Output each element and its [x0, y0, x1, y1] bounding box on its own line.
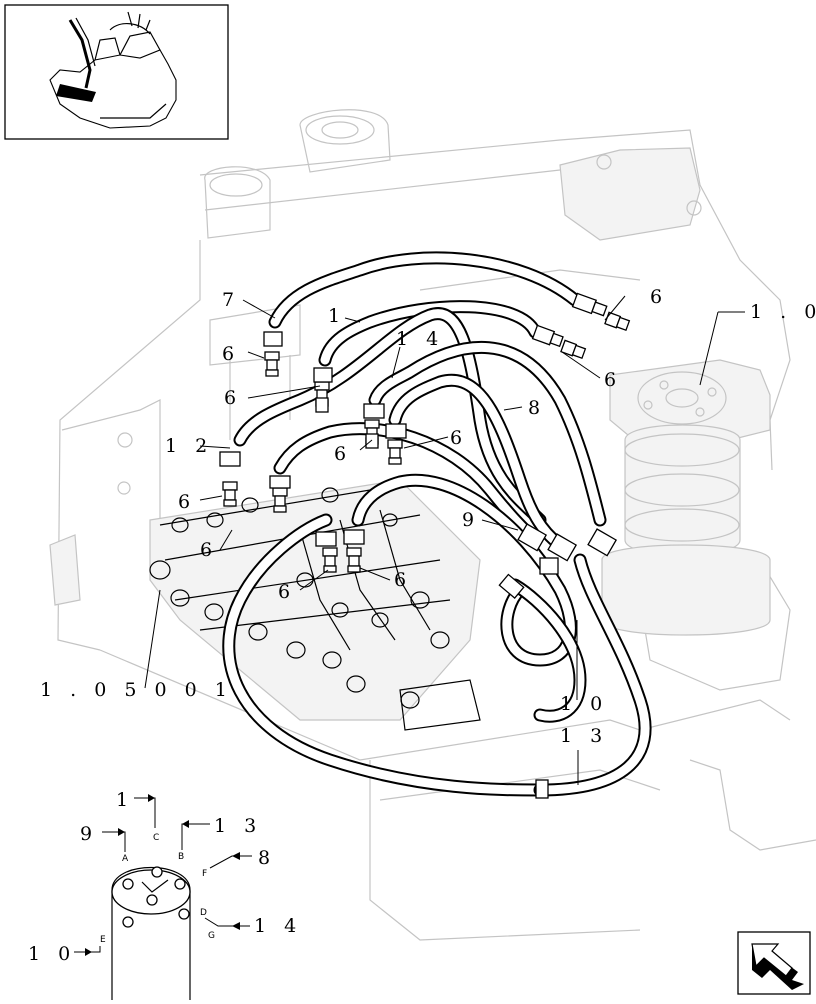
- callout-1-04: 1 . 0 4: [750, 301, 816, 323]
- leader-lines: [144, 295, 745, 785]
- callout-6j: 6: [278, 581, 296, 603]
- callout-6i: 6: [394, 569, 412, 591]
- legend-1: 1: [116, 789, 134, 811]
- legend-13: 1 3: [214, 815, 262, 837]
- background-frame: [49, 109, 816, 941]
- callout-1: 1: [328, 305, 346, 327]
- port-label-f: F: [202, 869, 207, 879]
- callout-6f: 6: [334, 443, 352, 465]
- port-label-e: E: [100, 935, 106, 945]
- legend-9: 9: [80, 823, 98, 845]
- callout-7: 7: [222, 289, 240, 311]
- port-label-a: A: [122, 854, 129, 864]
- hose-group: [222, 251, 652, 797]
- navigation-arrow-icon[interactable]: [737, 931, 811, 995]
- callout-14: 1 4: [396, 328, 444, 350]
- callout-6d: 6: [604, 369, 622, 391]
- port-label-b: B: [178, 852, 184, 862]
- callout-6h: 6: [200, 539, 218, 561]
- reference-code: 1 . 0 5 0 0 1: [40, 679, 233, 701]
- callout-10: 1 0: [560, 693, 608, 715]
- legend-14: 1 4: [254, 915, 302, 937]
- callout-12: 1 2: [165, 435, 213, 457]
- callout-labels: 7 6 6 1 1 4 6 6 1 . 0 4 8 1 2 6 6 6 6 6 …: [40, 286, 816, 747]
- machine-thumbnail-icon[interactable]: [4, 4, 229, 140]
- swivel-joint: [601, 359, 771, 636]
- legend-10: 1 0: [28, 943, 76, 965]
- callout-6c: 6: [650, 286, 668, 308]
- port-label-d: D: [200, 908, 207, 918]
- callout-9: 9: [462, 509, 480, 531]
- callout-6g: 6: [450, 427, 468, 449]
- fittings: [219, 292, 631, 799]
- callout-6e: 6: [178, 491, 196, 513]
- port-label-g: G: [208, 931, 215, 941]
- port-legend: C A B F D E G 1 9 1 3 8 1 4 1 0: [28, 789, 302, 1000]
- callout-8: 8: [528, 397, 546, 419]
- callout-6b: 6: [224, 387, 242, 409]
- callout-13: 1 3: [560, 725, 608, 747]
- legend-8: 8: [258, 847, 276, 869]
- callout-6a: 6: [222, 343, 240, 365]
- port-label-c: C: [153, 833, 159, 843]
